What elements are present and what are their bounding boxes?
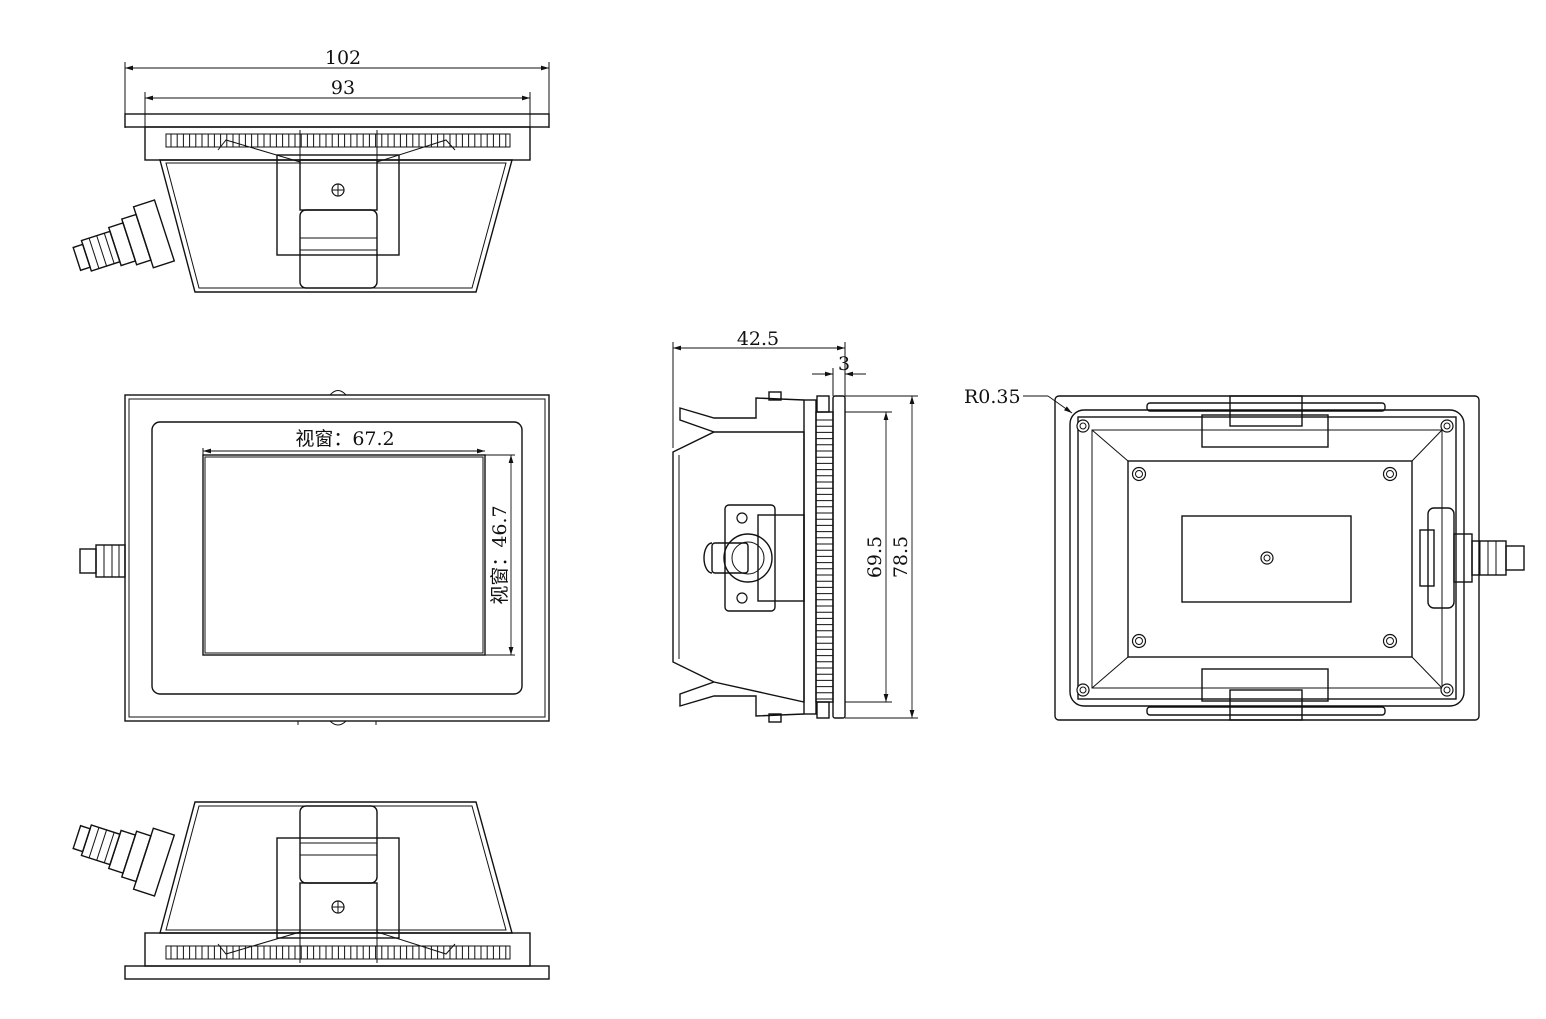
dim-bezel: 3 (838, 353, 850, 375)
front-view: 视窗：67.2 视窗：46.7 (79, 390, 550, 726)
dim-window-height: 视窗：46.7 (489, 505, 511, 604)
dim-inner-width: 93 (331, 77, 355, 99)
dim-corner-radius: R0.35 (964, 386, 1021, 408)
dim-overall-width: 102 (325, 47, 361, 69)
top-view: 102 93 (72, 47, 550, 293)
dim-window-width: 视窗：67.2 (295, 428, 394, 450)
bottom-view (72, 801, 550, 980)
back-view: R0.35 (964, 386, 1525, 721)
dim-depth: 42.5 (737, 328, 779, 350)
dim-cutout-height: 69.5 (864, 536, 886, 578)
dim-overall-height: 78.5 (890, 536, 912, 578)
side-view: 42.5 3 69.5 78.5 (672, 328, 918, 723)
